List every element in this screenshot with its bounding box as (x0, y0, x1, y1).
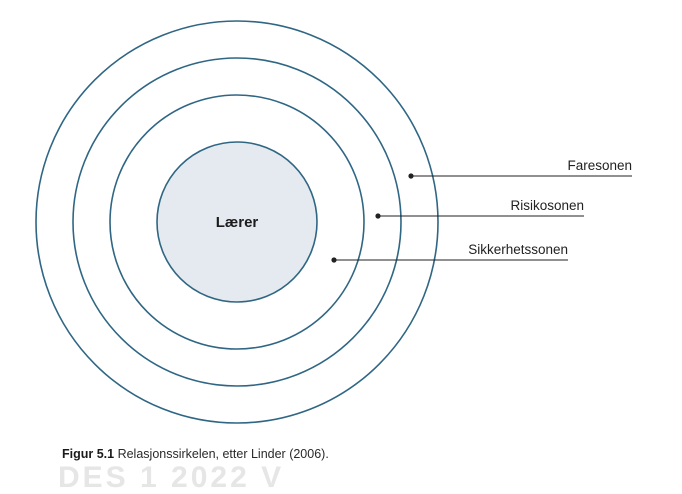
figure-caption: Figur 5.1 Relasjonssirkelen, etter Linde… (62, 447, 329, 461)
figure-number: Figur 5.1 (62, 447, 115, 461)
risikosonen-label: Risikosonen (510, 198, 584, 213)
outer-circle-faresonen (35, 20, 439, 424)
middle-circle-risikosonen (72, 57, 402, 387)
faresonen-label: Faresonen (567, 158, 632, 173)
inner-circle-sikkerhetssonen (109, 94, 365, 350)
center-circle-laerer (156, 141, 318, 303)
sikkerhetssonen-label: Sikkerhetssonen (468, 242, 568, 257)
center-label: Lærer (216, 214, 259, 231)
figure-caption-text: Relasjonssirkelen, etter Linder (2006). (117, 447, 329, 461)
relation-circle-diagram: Lærer Faresonen Risikosonen Sikkerhetsso… (35, 20, 632, 424)
